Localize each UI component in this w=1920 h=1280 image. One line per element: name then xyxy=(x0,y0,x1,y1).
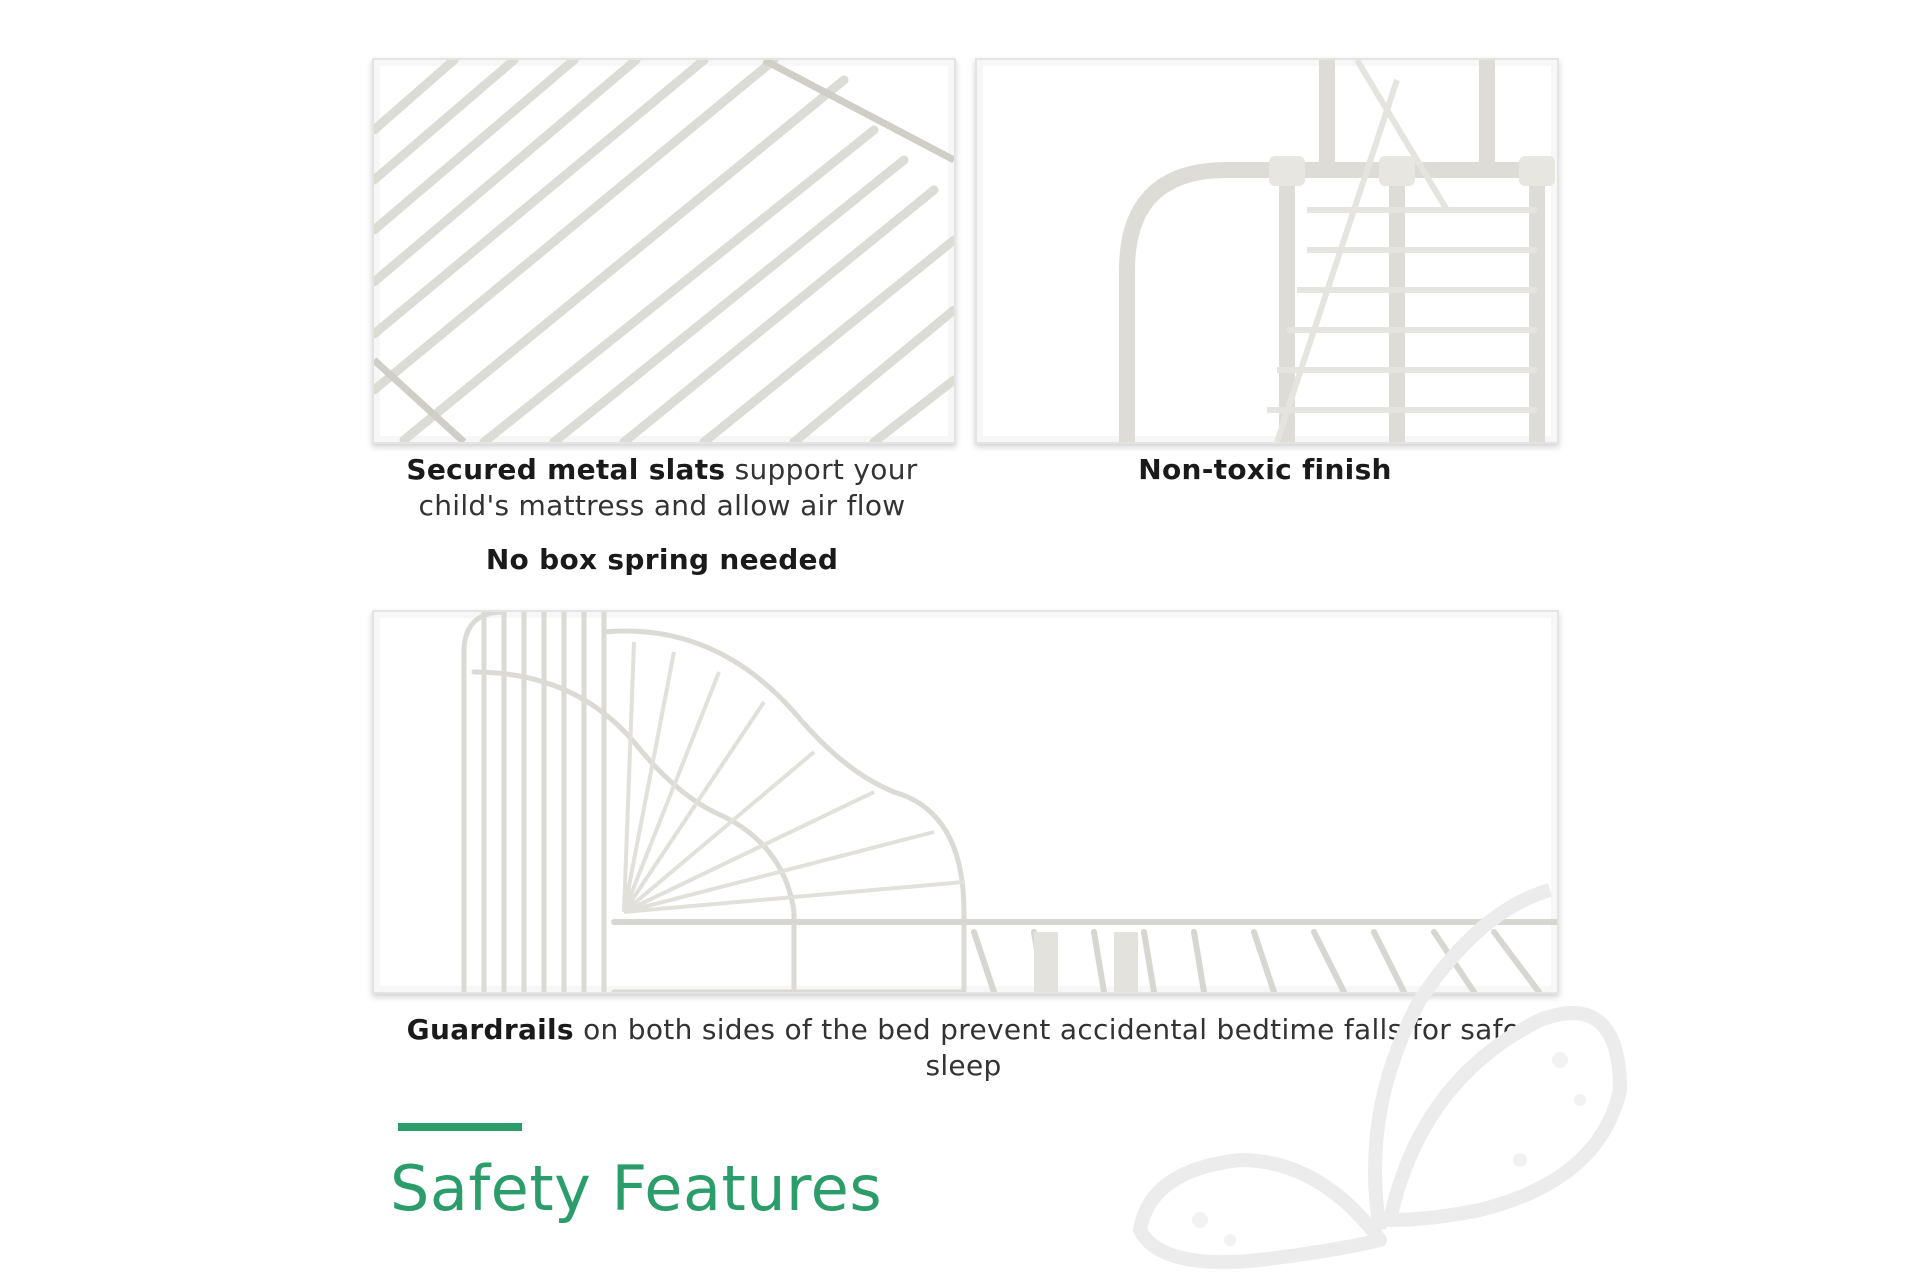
slats-photo xyxy=(372,58,956,444)
guardrail-illustration xyxy=(461,612,1557,992)
slats-caption-rest: support your child's mattress and allow … xyxy=(418,453,918,522)
guardrail-photo xyxy=(372,610,1559,994)
slats-caption-bold: Secured metal slats xyxy=(406,453,726,486)
finish-caption: Non-toxic finish xyxy=(1138,453,1392,486)
guardrails-caption-rest: on both sides of the bed prevent acciden… xyxy=(573,1013,1521,1082)
guardrails-caption: Guardrails on both sides of the bed prev… xyxy=(372,1012,1555,1084)
finish-photo xyxy=(975,58,1559,444)
slats-caption: Secured metal slats support your child's… xyxy=(372,452,952,524)
slats-illustration xyxy=(374,60,954,442)
guardrails-caption-bold: Guardrails xyxy=(406,1013,574,1046)
section-title: Safety Features xyxy=(390,1152,883,1225)
section-accent-bar xyxy=(398,1123,522,1131)
no-box-spring-caption: No box spring needed xyxy=(485,543,839,576)
butterfly-watermark-icon xyxy=(1133,883,1627,1269)
finish-illustration xyxy=(1119,60,1555,442)
